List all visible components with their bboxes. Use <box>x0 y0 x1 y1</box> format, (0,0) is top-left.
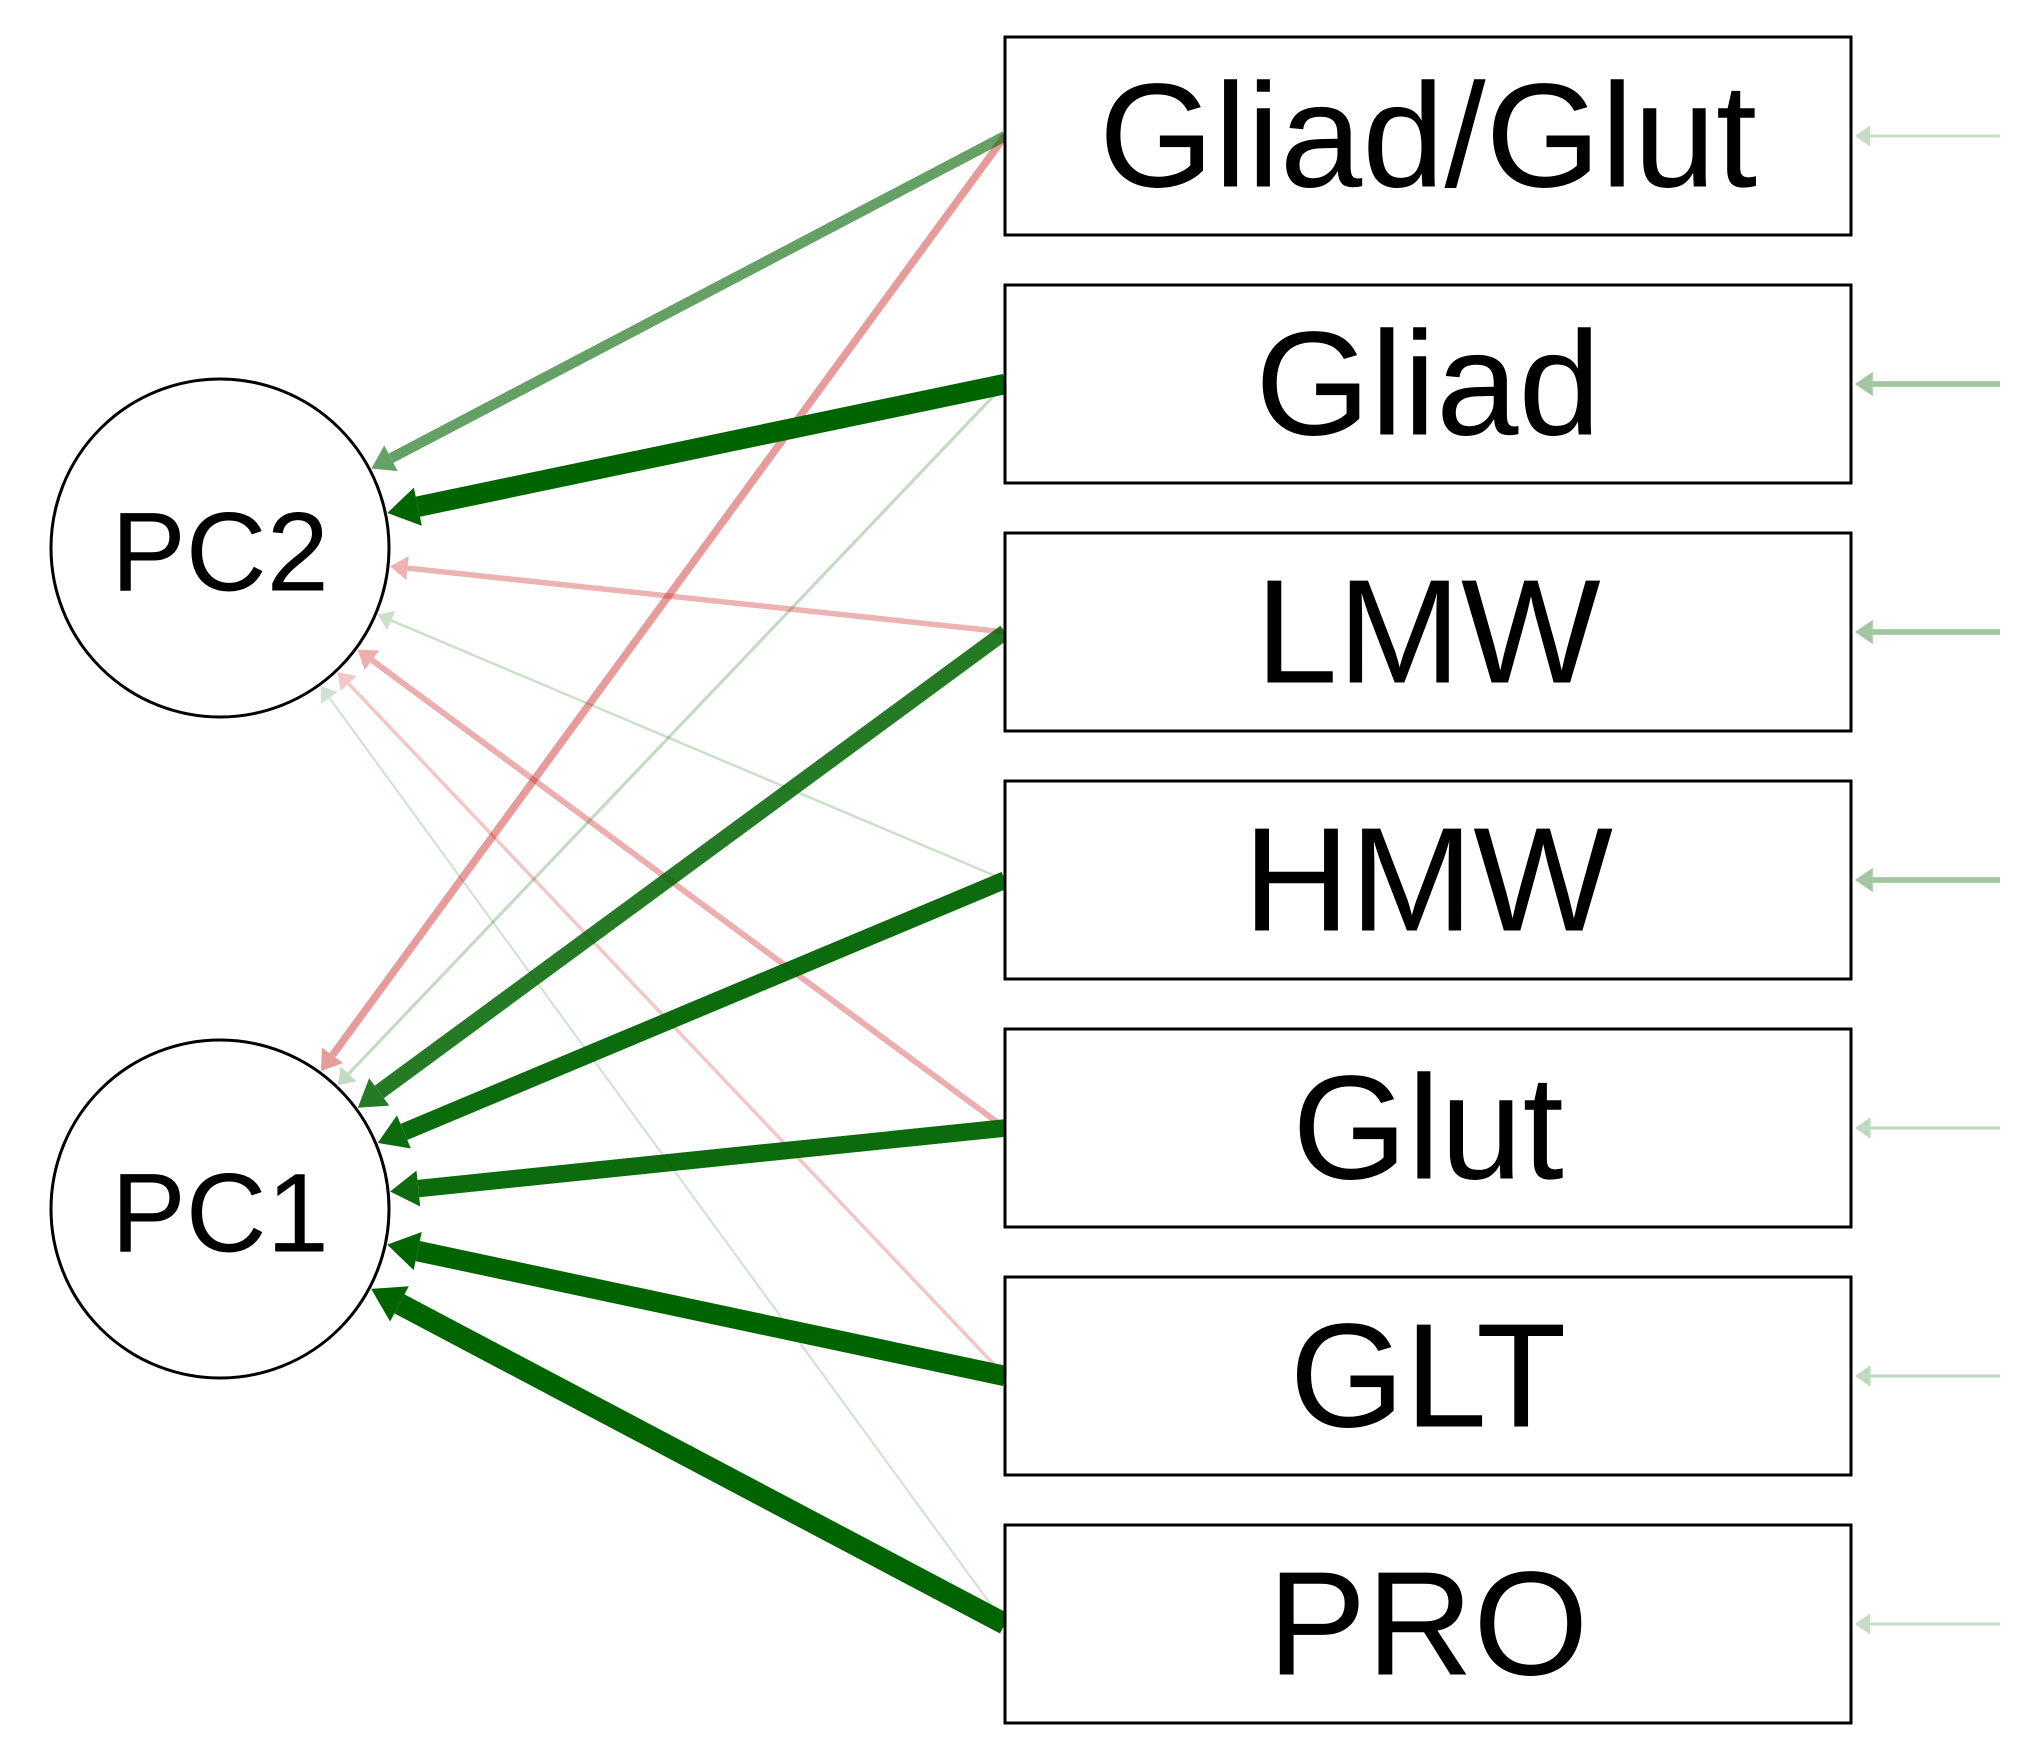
residual-arrow-lmw <box>1855 619 2000 645</box>
residual-arrow-gliad <box>1855 371 2000 397</box>
loading-arrow-gliad-pc1 <box>337 382 1007 1086</box>
residual-arrow-gliad_glut-arrowhead <box>1855 125 1871 147</box>
indicator-label: LMW <box>1255 550 1601 715</box>
indicator-label: PRO <box>1268 1542 1589 1707</box>
residual-arrow-pro-arrowhead <box>1855 1613 1871 1635</box>
residual-arrow-glt <box>1855 1365 2000 1387</box>
indicator-label: Gliad <box>1255 302 1601 467</box>
loading-arrow-gliad-pc1-arrowhead <box>337 1066 357 1086</box>
loading-arrow-hmw-pc2-arrowhead <box>377 610 396 631</box>
loading-arrow-gliad-pc2-line <box>415 373 1008 517</box>
loading-arrow-glt-pc1 <box>387 1231 1008 1387</box>
loading-arrow-glt-pc2-line <box>347 682 1007 1378</box>
loading-arrow-lmw-pc2-arrowhead <box>390 556 409 580</box>
indicator-box <box>1003 531 1853 733</box>
latent-label-pc1: PC1 <box>111 1151 329 1276</box>
loading-arrow-gliad_glut-pc2-arrowhead <box>371 445 398 472</box>
loading-arrow-hmw-pc1 <box>377 871 1009 1149</box>
loading-arrow-hmw-pc1-arrowhead <box>377 1115 411 1149</box>
latent-node-pc1: PC1 <box>49 1038 391 1380</box>
loading-arrow-glt-pc1-arrowhead <box>387 1231 422 1271</box>
indicator-box <box>1003 283 1853 485</box>
indicator-label: GLT <box>1290 1294 1567 1459</box>
residual-arrow-glut-arrowhead <box>1855 1117 1871 1139</box>
loading-arrow-glut-pc2 <box>357 649 1007 1131</box>
loading-arrow-gliad_glut-pc2 <box>371 131 1008 472</box>
indicator-label: HMW <box>1243 798 1613 963</box>
loading-arrow-hmw-pc2 <box>377 610 1006 882</box>
indicator-label: Glut <box>1292 1046 1563 1211</box>
loading-arrow-lmw-pc1-line <box>374 625 1010 1099</box>
residual-arrow-gliad-arrowhead <box>1855 371 1873 397</box>
loading-arrow-lmw-pc2-line <box>407 565 1006 635</box>
indicator-glt: GLT <box>1003 1275 1853 1477</box>
indicator-gliad: Gliad <box>1003 283 1853 485</box>
loading-arrow-gliad-pc2 <box>387 373 1008 526</box>
loading-arrow-gliad_glut-pc1-arrowhead <box>320 1047 343 1071</box>
residual-arrow-gliad_glut <box>1855 125 2000 147</box>
residual-arrow-lmw-arrowhead <box>1855 619 1873 645</box>
loading-arrow-glut-pc1 <box>390 1119 1006 1207</box>
loading-arrow-glut-pc2-arrowhead <box>357 649 380 671</box>
indicator-glut: Glut <box>1003 1027 1853 1229</box>
indicator-label: Gliad/Glut <box>1099 54 1757 219</box>
loading-arrow-glut-pc1-line <box>417 1119 1006 1198</box>
loading-arrow-lmw-pc1 <box>357 625 1010 1108</box>
latent-label-pc2: PC2 <box>111 490 329 615</box>
loading-arrow-pro-pc2-arrowhead <box>320 686 338 704</box>
loading-arrow-gliad_glut-pc1 <box>320 133 1009 1071</box>
residual-arrow-glut <box>1855 1117 2000 1139</box>
loading-arrow-pro-pc1-arrowhead <box>371 1286 409 1322</box>
loading-arrow-glt-pc2 <box>337 672 1007 1378</box>
indicator-box <box>1003 1523 1853 1725</box>
residual-arrow-hmw-arrowhead <box>1855 867 1873 893</box>
loading-arrow-glut-pc1-arrowhead <box>390 1170 421 1207</box>
loading-arrow-glut-pc2-line <box>370 657 1007 1131</box>
loading-arrow-lmw-pc1-arrowhead <box>357 1078 390 1108</box>
loading-arrow-hmw-pc1-line <box>400 871 1009 1140</box>
indicator-box <box>1003 779 1853 981</box>
loading-arrow-glt-pc1-line <box>415 1241 1008 1387</box>
loading-arrow-pro-pc1 <box>371 1286 1011 1634</box>
indicator-box <box>1003 1275 1853 1477</box>
loading-arrows <box>320 131 1011 1634</box>
loading-arrow-gliad_glut-pc1-line <box>329 133 1009 1058</box>
indicator-box <box>1003 1027 1853 1229</box>
residual-arrow-pro <box>1855 1613 2000 1635</box>
indicator-gliad-glut: Gliad/Glut <box>1003 35 1853 237</box>
loading-arrow-gliad-pc1-line <box>347 382 1007 1076</box>
loading-arrow-hmw-pc2-line <box>390 619 1006 882</box>
latent-circle-pc1 <box>49 1038 391 1380</box>
indicator-pro: PRO <box>1003 1523 1853 1725</box>
latent-node-pc2: PC2 <box>49 377 391 719</box>
loading-arrow-gliad-pc2-arrowhead <box>387 487 422 526</box>
loading-arrow-glt-pc2-arrowhead <box>337 672 357 692</box>
residual-arrows <box>1855 125 2000 1635</box>
indicator-box <box>1003 35 1853 237</box>
loading-arrow-lmw-pc2 <box>390 556 1006 635</box>
residual-arrow-glt-arrowhead <box>1855 1365 1871 1387</box>
loading-arrow-pro-pc1-line <box>394 1294 1011 1634</box>
loading-arrow-gliad_glut-pc2-line <box>388 131 1008 463</box>
indicator-hmw: HMW <box>1003 779 1853 981</box>
indicator-lmw: LMW <box>1003 531 1853 733</box>
latent-circle-pc2 <box>49 377 391 719</box>
residual-arrow-hmw <box>1855 867 2000 893</box>
